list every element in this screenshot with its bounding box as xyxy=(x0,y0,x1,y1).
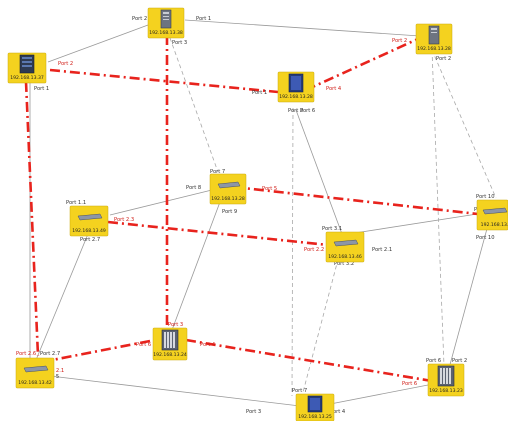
port-label: Port 2 xyxy=(452,358,467,364)
link[interactable] xyxy=(41,374,301,407)
port-label: Port 2.1 xyxy=(372,247,392,253)
highlighted-link[interactable] xyxy=(233,185,479,216)
device-ip-label: 192.168.13.25 xyxy=(298,414,332,420)
device-ip-label: 192.168.13.23 xyxy=(429,388,463,394)
port-label: Port 2 xyxy=(392,38,407,44)
device-ip-label: 192.168.13.42 xyxy=(18,380,52,386)
switch-icon xyxy=(217,181,241,189)
tower-server-icon xyxy=(160,9,172,29)
port-label: Port 9 xyxy=(222,209,237,215)
device-ip-label: 192.168.13.28 xyxy=(211,196,245,202)
port-label: Port 6 xyxy=(426,358,441,364)
link[interactable] xyxy=(47,24,149,63)
highlighted-link[interactable] xyxy=(41,338,156,364)
port-label: Port 6 xyxy=(136,342,151,348)
port-label: Port 2 xyxy=(436,56,451,62)
switch-icon xyxy=(23,365,49,373)
port-label: Port 4 xyxy=(330,409,346,415)
port-label: Port 1 xyxy=(252,90,267,96)
port-label: Port 2.6 xyxy=(16,351,36,357)
device-ip-label: 192.168.13.46 xyxy=(328,254,362,260)
link[interactable] xyxy=(301,251,341,397)
normal-links xyxy=(29,19,491,407)
port-label: Port 2 xyxy=(132,16,147,22)
port-label: Port 7 xyxy=(210,169,225,175)
switch-icon xyxy=(333,239,359,247)
rack-server-icon xyxy=(19,54,35,74)
port-label: Port 7 xyxy=(292,388,307,394)
port-label: Port 1 xyxy=(196,16,211,22)
device-ip-label: 192.168.13.28 xyxy=(279,94,313,100)
link[interactable] xyxy=(431,49,445,367)
device-node-center-top[interactable]: 192.168.13.28 xyxy=(277,71,315,103)
link[interactable] xyxy=(171,201,221,331)
link[interactable] xyxy=(35,233,89,361)
device-nodes: 192.168.13.38 192.168.13.37 192.168.13.2… xyxy=(7,7,508,421)
port-label: Port 3 xyxy=(246,409,261,415)
device-node-right-switch[interactable]: 192.168.13.3 xyxy=(476,199,508,231)
port-label: Port 3 xyxy=(172,40,187,46)
device-node-top-left[interactable]: 192.168.13.37 xyxy=(7,52,47,84)
port-label: Port 1.1 xyxy=(66,200,86,206)
link[interactable] xyxy=(109,187,221,216)
port-label: Port 2 xyxy=(58,61,73,67)
device-node-top[interactable]: 192.168.13.38 xyxy=(147,7,185,39)
port-label: Port 3.2 xyxy=(334,261,354,267)
port-label: Port 1 xyxy=(34,86,49,92)
device-ip-label: 192.168.13.38 xyxy=(149,30,183,36)
rack-server-icon xyxy=(288,73,304,93)
switch-icon xyxy=(77,213,103,221)
tower-server-icon xyxy=(428,25,440,45)
device-ip-label: 192.168.13.28 xyxy=(417,46,451,52)
link[interactable] xyxy=(319,384,429,407)
port-label: Port 2.7 xyxy=(80,237,100,243)
device-node-middle-switch[interactable]: 192.168.13.28 xyxy=(209,173,247,205)
link[interactable] xyxy=(295,109,343,235)
link[interactable] xyxy=(169,37,219,173)
link[interactable] xyxy=(431,49,497,199)
device-ip-label: 192.168.13.3 xyxy=(481,222,508,228)
device-ip-label: 192.168.13.49 xyxy=(72,228,106,234)
port-label: Port 2.2 xyxy=(304,247,324,253)
device-node-center-switch[interactable]: 192.168.13.46 xyxy=(325,231,365,263)
rack-server-icon xyxy=(307,395,323,413)
link[interactable] xyxy=(184,19,421,37)
link[interactable] xyxy=(447,224,489,373)
link[interactable] xyxy=(291,107,294,397)
port-label: Port 4 xyxy=(200,342,216,348)
link[interactable] xyxy=(341,211,491,236)
blade-server-icon xyxy=(437,365,455,387)
port-label: Port 3 xyxy=(168,322,183,328)
highlighted-link[interactable] xyxy=(107,220,329,247)
blade-server-icon xyxy=(161,329,179,351)
highlighted-link[interactable] xyxy=(305,36,421,92)
port-label: Port 6 xyxy=(402,381,417,387)
port-label: Port 5 xyxy=(262,186,277,192)
port-label: Port 3.1 xyxy=(322,226,342,232)
port-label: Port 3 xyxy=(288,108,303,114)
device-node-left-switch[interactable]: 192.168.13.49 xyxy=(69,205,109,237)
port-label: Port 8 xyxy=(186,185,201,191)
port-label: Port 6 xyxy=(300,108,315,114)
device-node-bottom-center[interactable]: 192.168.13.24 xyxy=(152,327,188,361)
device-node-bottom[interactable]: 192.168.13.25 xyxy=(295,393,335,421)
device-ip-label: 192.168.13.24 xyxy=(153,352,187,358)
highlighted-links xyxy=(24,35,479,383)
highlighted-link[interactable] xyxy=(185,338,433,383)
switch-icon xyxy=(482,207,508,215)
port-labels: Port 2 Port 1 Port 3 Port 2 Port 1 Port … xyxy=(16,16,495,415)
port-label: Port 2.3 xyxy=(114,217,134,223)
port-label: Port 4 xyxy=(326,86,342,92)
device-ip-label: 192.168.13.37 xyxy=(10,75,44,81)
device-node-top-right[interactable]: 192.168.13.28 xyxy=(415,23,453,55)
port-label: Port 10 xyxy=(476,235,495,241)
highlighted-link[interactable] xyxy=(49,68,279,94)
highlighted-link[interactable] xyxy=(24,81,40,357)
device-node-bottom-left[interactable]: 192.168.13.42 xyxy=(15,357,55,389)
port-label: Port 10 xyxy=(476,194,495,200)
dashed-links xyxy=(169,37,497,397)
device-node-bottom-right[interactable]: 192.168.13.23 xyxy=(427,363,465,397)
port-label: Port 2.7 xyxy=(40,351,60,357)
